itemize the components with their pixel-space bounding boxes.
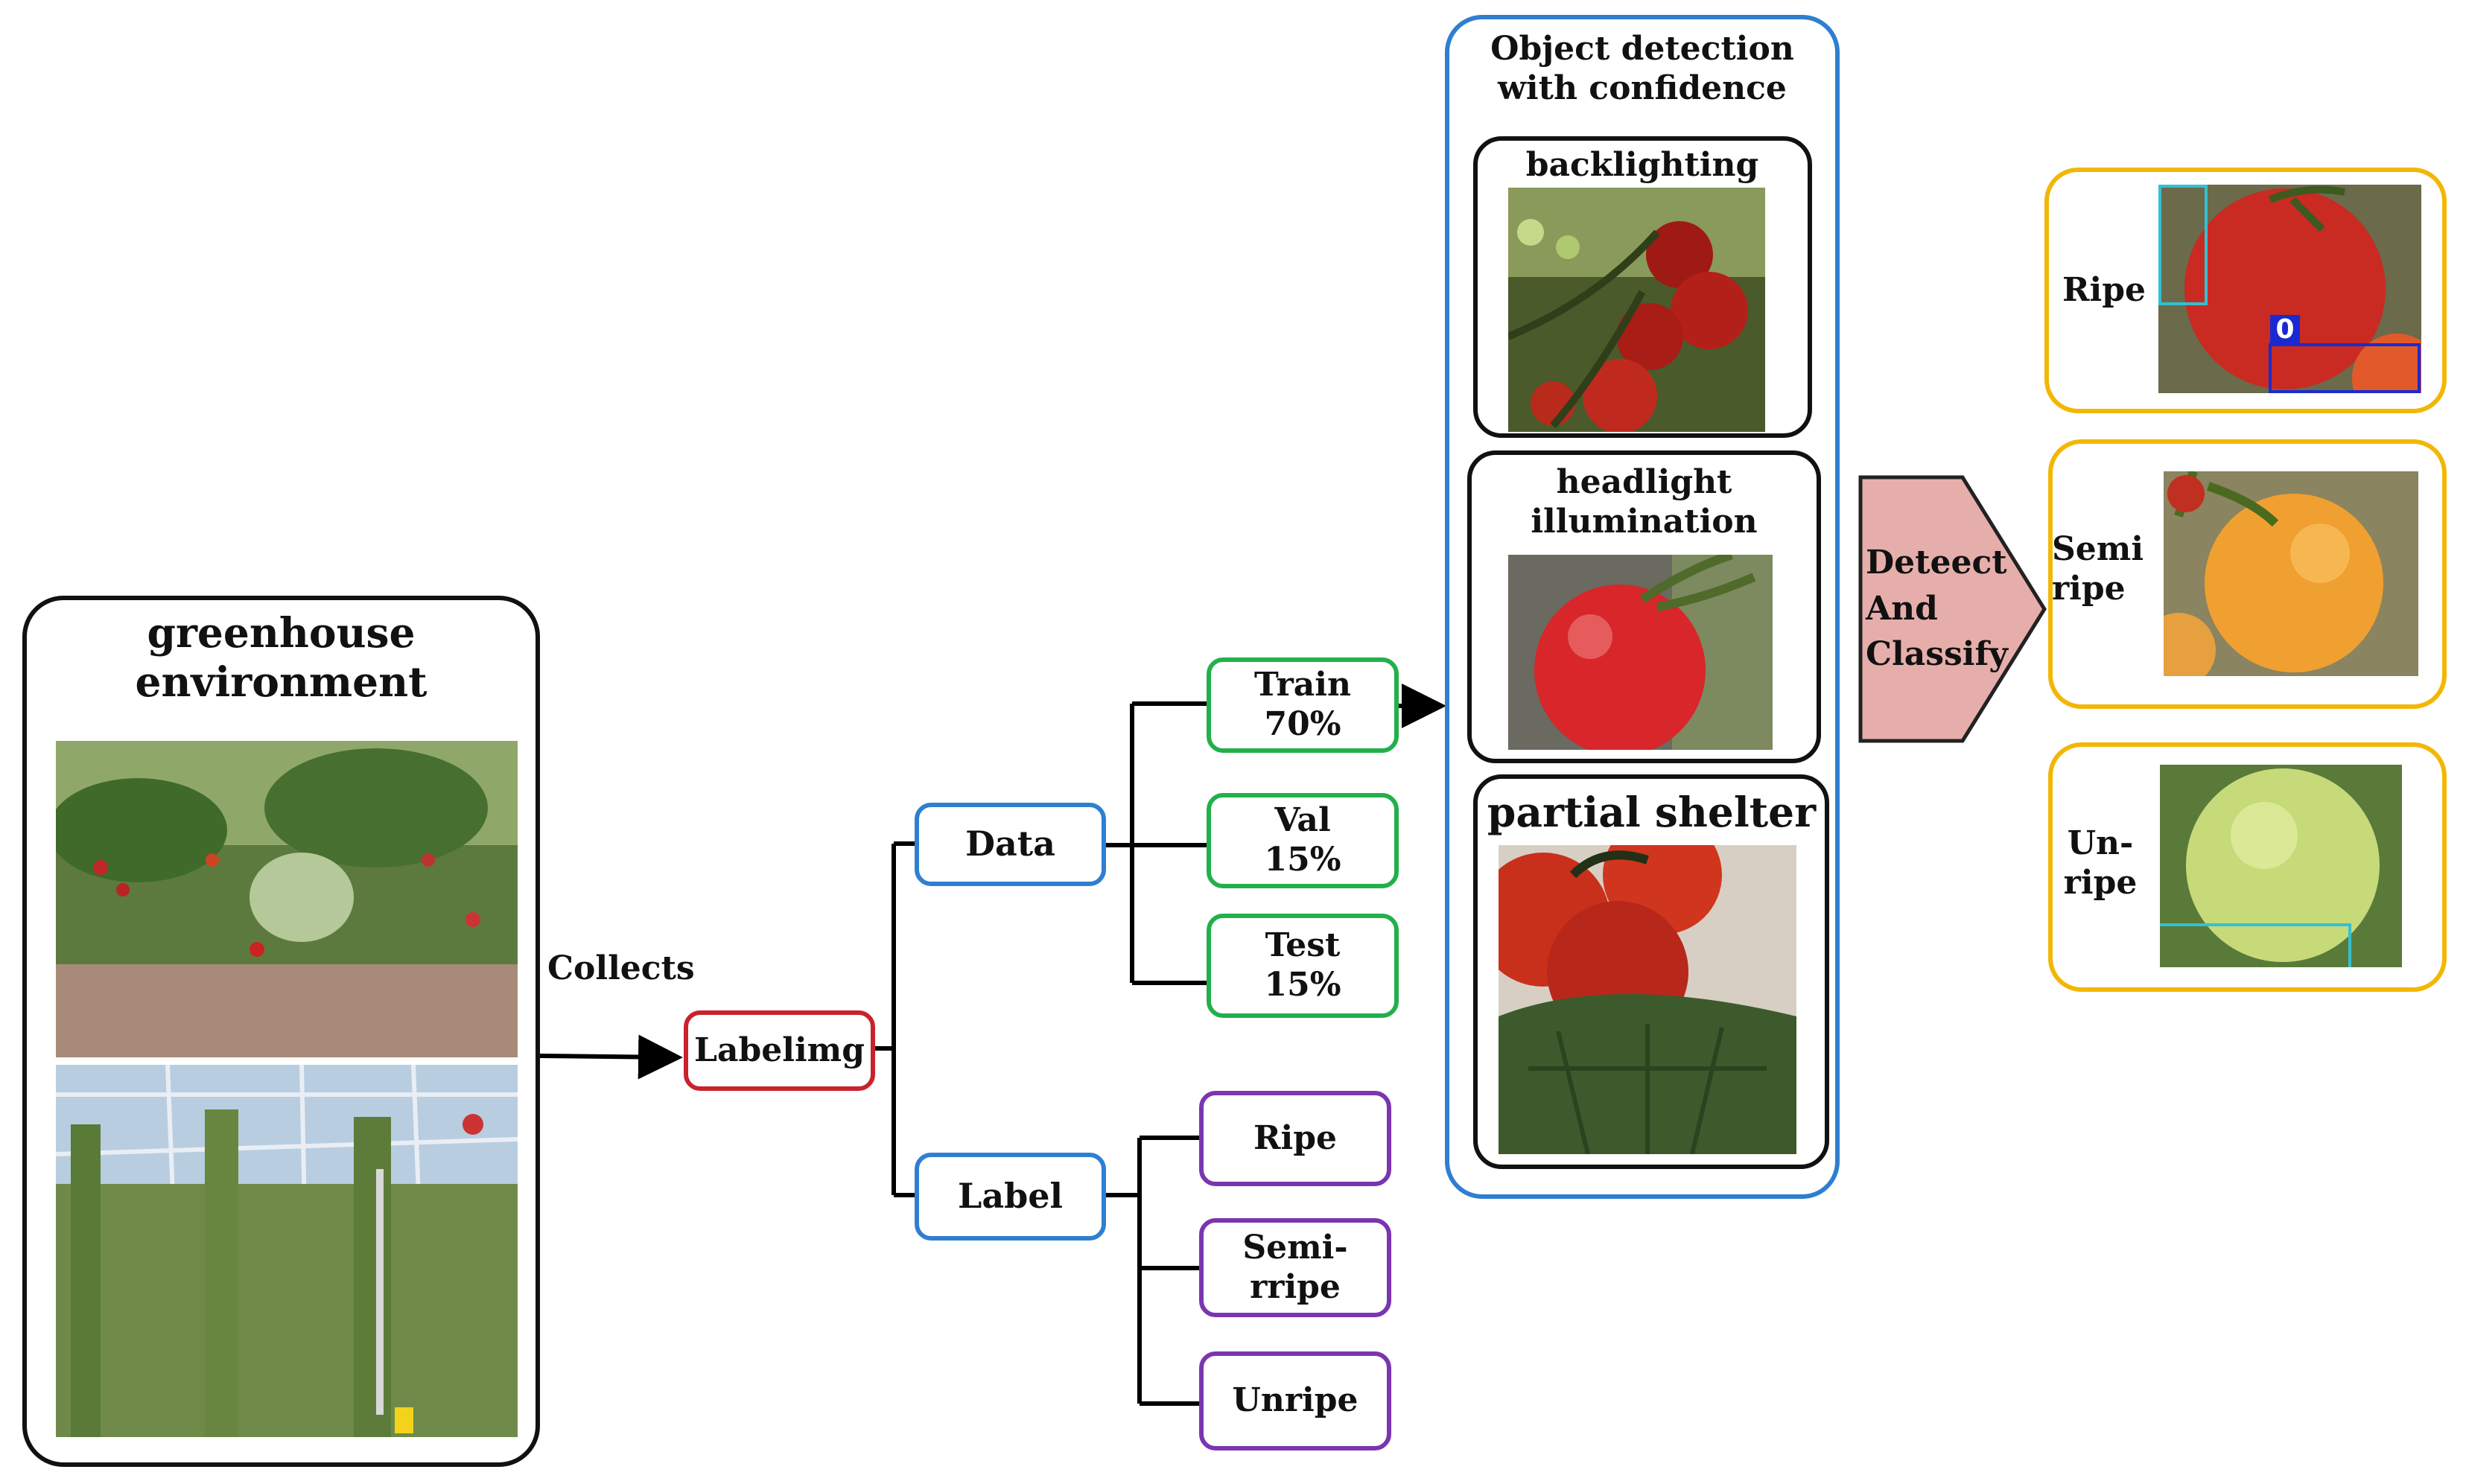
result-unripe	[2048, 742, 2447, 992]
panel-headlight-line1: headlight	[1556, 462, 1732, 501]
class-unripe: Unripe	[1199, 1351, 1391, 1450]
class-semiripe: Semi- rripe	[1199, 1218, 1391, 1317]
class-semiripe-line1: Semi-	[1242, 1228, 1348, 1267]
labelimg-node: Labelimg	[684, 1010, 875, 1091]
label-node-label: Label	[957, 1176, 1064, 1217]
detect-classify-arrow	[1858, 475, 2048, 743]
detect-classify-text: Deteect And Classify	[1866, 540, 2015, 678]
labelimg-branch-line	[875, 841, 915, 1197]
class-unripe-line1: Unripe	[1232, 1381, 1358, 1420]
greenhouse-photo-bottom	[56, 1065, 518, 1437]
panel-partial-shelter-title: partial shelter	[1482, 780, 1821, 844]
split-train-value: 70%	[1264, 705, 1341, 743]
result-unripe-line2: ripe	[2063, 864, 2138, 902]
labelimg-label: Labelimg	[694, 1031, 865, 1069]
split-val: Val 15%	[1207, 793, 1399, 888]
greenhouse-photo-top	[56, 741, 518, 1057]
class-ripe: Ripe	[1199, 1091, 1391, 1186]
result-semiripe-line1: Semi	[2052, 530, 2144, 569]
collects-label: Collects	[547, 949, 695, 987]
object-detection-title: Object detection with confidence	[1460, 22, 1825, 115]
headlight-photo	[1508, 555, 1773, 750]
partial-shelter-photo	[1499, 845, 1796, 1154]
result-ripe-photo	[2158, 185, 2421, 393]
result-ripe-line1: Ripe	[2062, 270, 2146, 309]
panel-partial-shelter	[1473, 774, 1829, 1169]
arrow-greenhouse-to-labelimg	[539, 1034, 683, 1080]
split-train: Train 70%	[1207, 657, 1399, 753]
class-semiripe-line2: rripe	[1250, 1267, 1341, 1306]
split-test-name: Test	[1265, 926, 1341, 965]
data-node-label: Data	[965, 824, 1055, 864]
result-unripe-label: Un- ripe	[2056, 815, 2145, 912]
object-detection-title-line1: Object detection	[1490, 29, 1794, 68]
detect-classify-line3: Classify	[1866, 635, 2008, 674]
split-test-value: 15%	[1264, 966, 1341, 1004]
greenhouse-title-line2: environment	[135, 657, 428, 706]
label-branch-line	[1106, 1136, 1199, 1406]
split-train-name: Train	[1254, 666, 1351, 704]
split-val-name: Val	[1274, 801, 1331, 840]
panel-backlighting-title: backlighting	[1482, 141, 1802, 190]
result-unripe-photo	[2160, 765, 2402, 967]
result-semiripe-label: Semi ripe	[2052, 521, 2145, 618]
result-semiripe-line2: ripe	[2052, 570, 2126, 608]
panel-headlight-illumination	[1467, 450, 1821, 763]
result-semiripe	[2048, 439, 2447, 709]
greenhouse-title-line1: greenhouse	[147, 608, 416, 657]
data-node: Data	[915, 803, 1106, 886]
object-detection-panel	[1445, 15, 1840, 1199]
backlighting-photo	[1508, 188, 1765, 432]
label-node: Label	[915, 1153, 1106, 1241]
greenhouse-environment-panel	[22, 596, 540, 1467]
result-ripe-box-label: 0	[2275, 314, 2295, 345]
object-detection-title-line2: with confidence	[1498, 69, 1787, 107]
detect-classify-line2: And	[1866, 589, 1938, 628]
split-test: Test 15%	[1207, 914, 1399, 1018]
panel-headlight-line2: illumination	[1531, 502, 1758, 541]
panel-partial-shelter-line1: partial shelter	[1487, 787, 1817, 836]
result-semiripe-photo	[2164, 471, 2418, 676]
panel-headlight-title: headlight illumination	[1482, 456, 1806, 549]
result-ripe	[2044, 168, 2447, 413]
result-ripe-label: Ripe	[2056, 253, 2152, 328]
result-unripe-line1: Un-	[2067, 824, 2134, 863]
greenhouse-title: greenhouse environment	[45, 602, 518, 713]
detect-classify-line1: Deteect	[1866, 544, 2007, 582]
panel-backlighting-line1: backlighting	[1525, 146, 1759, 185]
split-val-value: 15%	[1264, 841, 1341, 879]
class-ripe-line1: Ripe	[1253, 1118, 1338, 1157]
panel-backlighting	[1473, 136, 1812, 438]
data-branch-line	[1106, 701, 1210, 985]
